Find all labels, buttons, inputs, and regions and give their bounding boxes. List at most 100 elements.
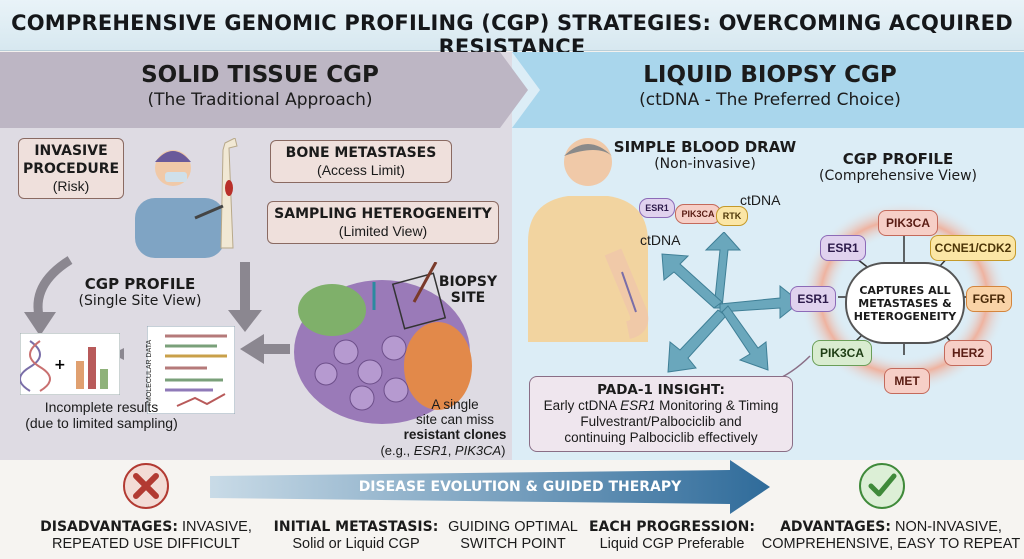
orange-clone-region xyxy=(404,322,472,410)
surgeon-body-icon xyxy=(135,198,225,258)
title-bar: COMPREHENSIVE GENOMIC PROFILING (CGP) ST… xyxy=(0,0,1024,59)
invasive-procedure-tag: INVASIVE PROCEDURE (Risk) xyxy=(18,138,124,199)
arrow-cluster xyxy=(661,232,800,373)
eg-pre: (e.g., xyxy=(380,443,414,458)
patient-shirt-icon xyxy=(528,196,648,342)
eg-gene-2: PIK3CA xyxy=(454,443,502,458)
eg-post: ) xyxy=(501,443,506,458)
panel-header-banners xyxy=(0,52,1024,128)
molecular-lines xyxy=(165,334,227,392)
blood-sub: (Non-invasive) xyxy=(654,156,756,172)
dis-bold: DISADVANTAGES: xyxy=(40,519,178,535)
gene-fgfr: FGFR xyxy=(966,286,1012,312)
plus-glyph: + xyxy=(54,357,66,373)
incomplete-results: Incomplete results (due to limited sampl… xyxy=(14,399,189,431)
patient-illustration xyxy=(528,138,649,342)
insight-line3: continuing Palbociclib effectively xyxy=(564,430,758,445)
insight-line1: Early ctDNA ESR1 Monitoring & Timing xyxy=(532,398,790,414)
helix-strand-a xyxy=(20,340,41,392)
surgeon-cap-icon xyxy=(155,151,191,162)
vein-icon xyxy=(621,271,637,313)
left-cgp-sub: (Single Site View) xyxy=(78,293,202,309)
disadvantages-text: DISADVANTAGES: INVASIVE, REPEATED USE DI… xyxy=(34,519,258,553)
gene-pik3ca-top: PIK3CA xyxy=(878,210,938,236)
biopsy-site-label: BIOPSY SITE xyxy=(438,274,498,306)
sampling-title: SAMPLING HETEROGENEITY xyxy=(274,206,492,222)
left-cgp-label: CGP PROFILE (Single Site View) xyxy=(60,275,220,309)
insight-line2: Fulvestrant/Palbociclib and xyxy=(580,414,742,429)
check-icon xyxy=(868,473,897,497)
bone-metastases-tag: BONE METASTASES (Access Limit) xyxy=(270,140,452,183)
right-cgp-label: CGP PROFILE (Comprehensive View) xyxy=(808,150,988,184)
bar-1 xyxy=(76,361,84,389)
tumor-cluster-illustration xyxy=(294,262,472,424)
each-bold: EACH PROGRESSION: xyxy=(588,519,755,535)
left-cgp-title: CGP PROFILE xyxy=(84,275,196,293)
init-line2: Solid or Liquid CGP xyxy=(292,536,420,552)
left-heading: SOLID TISSUE CGP xyxy=(141,62,379,88)
patient-hair-icon xyxy=(564,144,612,156)
left-arrow-head xyxy=(240,334,264,364)
bottom-graphics xyxy=(123,460,905,514)
trend-line xyxy=(176,393,226,407)
scalpel-icon xyxy=(194,204,224,220)
blood-draw-label: SIMPLE BLOOD DRAW (Non-invasive) xyxy=(600,138,810,172)
incomplete-line2: (due to limited sampling) xyxy=(25,415,178,431)
gene-esr1-left: ESR1 xyxy=(790,286,836,312)
pada1-insight-box: PADA-1 INSIGHT: Early ctDNA ESR1 Monitor… xyxy=(529,376,793,452)
timeline-arrow xyxy=(210,460,770,514)
page-title: COMPREHENSIVE GENOMIC PROFILING (CGP) ST… xyxy=(11,11,1013,59)
gene-pik3ca-low: PIK3CA xyxy=(812,340,872,366)
bone-title: BONE METASTASES xyxy=(285,145,437,161)
left-header: SOLID TISSUE CGP (The Traditional Approa… xyxy=(40,62,480,110)
right-heading: LIQUID BIOPSY CGP xyxy=(643,62,897,88)
invasive-title: INVASIVE PROCEDURE xyxy=(22,143,120,177)
left-header-chevron xyxy=(0,52,528,128)
bone-lesion-icon xyxy=(225,180,233,196)
surgeon-illustration xyxy=(135,138,238,258)
guide-line1: GUIDING OPTIMAL xyxy=(448,519,578,535)
dna-bar-icon: + xyxy=(20,333,120,395)
right-cgp-title: CGP PROFILE xyxy=(842,150,954,168)
insight-line1-pre: Early ctDNA xyxy=(543,398,621,413)
helix-strand-b xyxy=(29,340,51,392)
frag-pik3ca: PIK3CA xyxy=(675,204,721,224)
captures-all-circle: CAPTURES ALL METASTASES & HETEROGENEITY xyxy=(845,262,965,344)
insight-line1-post: Monitoring & Timing xyxy=(655,398,779,413)
dis-line2: REPEATED USE DIFFICULT xyxy=(52,536,240,552)
biopsy-box xyxy=(391,272,447,330)
captures-all-text: CAPTURES ALL METASTASES & HETEROGENEITY xyxy=(853,283,957,323)
frag-esr1: ESR1 xyxy=(639,198,675,218)
adv-rest: NON-INVASIVE, xyxy=(891,519,1002,535)
ctdna-label-1: ctDNA xyxy=(740,192,781,208)
each-line2: Liquid CGP Preferable xyxy=(599,536,745,552)
sampling-heterogeneity-tag: SAMPLING HETEROGENEITY (Limited View) xyxy=(267,201,499,244)
gene-ccne1-cdk2: CCNE1/CDK2 xyxy=(930,235,1016,261)
miss-line2: site can miss xyxy=(415,412,495,427)
each-progression-text: EACH PROGRESSION: Liquid CGP Preferable xyxy=(584,519,760,553)
invasive-sub: (Risk) xyxy=(52,178,90,194)
adv-bold: ADVANTAGES: xyxy=(780,519,891,535)
left-arrow-shaft xyxy=(262,344,290,354)
adv-line2: COMPREHENSIVE, EASY TO REPEAT xyxy=(761,536,1021,552)
surgeon-mask-icon xyxy=(165,172,187,182)
down-arrow-head xyxy=(228,310,262,332)
bar-3 xyxy=(100,369,108,389)
initial-metastasis-text: INITIAL METASTASIS: Solid or Liquid CGP xyxy=(268,519,444,553)
insight-title: PADA-1 INSIGHT: xyxy=(597,382,725,398)
right-header-band xyxy=(512,52,1024,128)
eg-sep: , xyxy=(447,443,455,458)
miss-bold: resistant clones xyxy=(403,427,507,442)
guiding-switch-text: GUIDING OPTIMAL SWITCH POINT xyxy=(440,519,586,553)
multi-direction-arrows xyxy=(661,232,800,373)
cross-icon xyxy=(133,473,159,499)
incomplete-line1: Incomplete results xyxy=(44,399,159,415)
advantage-circle xyxy=(859,463,905,509)
guide-line2: SWITCH POINT xyxy=(460,536,566,552)
molecular-data-card xyxy=(147,326,235,414)
patient-arm-icon xyxy=(604,248,649,339)
gene-her2: HER2 xyxy=(944,340,992,366)
eg-gene-1: ESR1 xyxy=(413,443,448,458)
example-genes: (e.g., ESR1, PIK3CA) xyxy=(376,443,510,458)
curved-arrow-head xyxy=(24,312,56,336)
